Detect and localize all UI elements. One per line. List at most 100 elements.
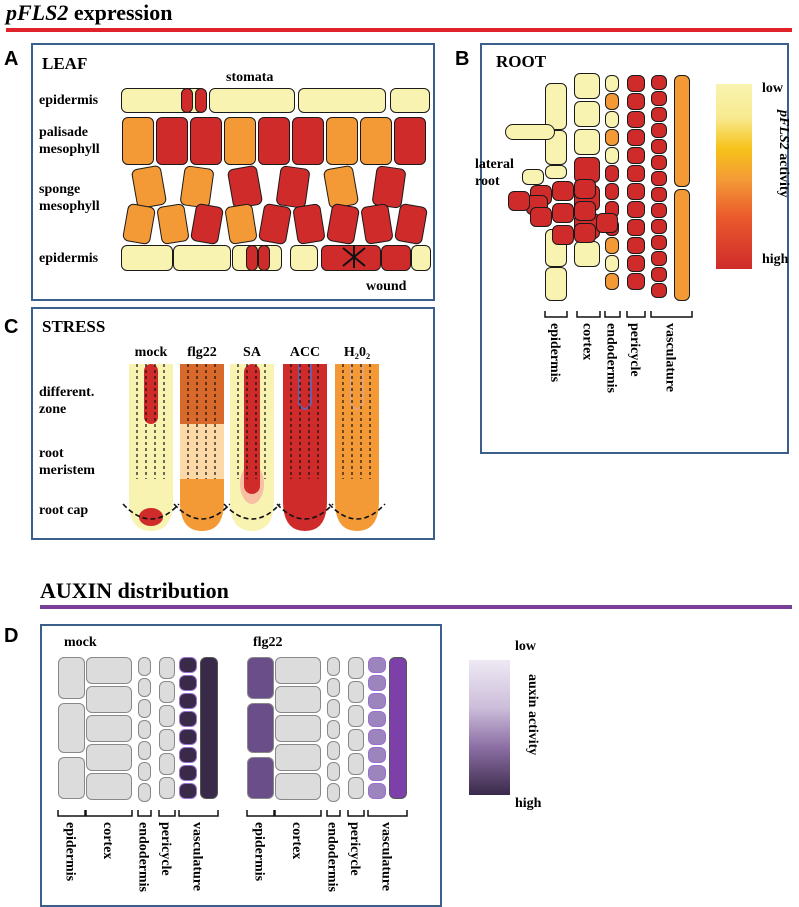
root-endodermis-cell bbox=[605, 147, 619, 164]
auxin-bracket-cortex bbox=[85, 810, 133, 817]
auxin-endodermis-cell bbox=[138, 720, 151, 739]
palisade-cell bbox=[224, 117, 256, 165]
auxin-pericycle-cell bbox=[348, 777, 364, 799]
root-epidermis-cell bbox=[522, 169, 544, 185]
sponge-cell bbox=[371, 165, 407, 209]
panel-letter-d: D bbox=[4, 625, 19, 647]
lateral-root-cell bbox=[530, 207, 552, 227]
auxin-legend-low: low bbox=[515, 639, 536, 654]
auxin-tissue-label-cortex: cortex bbox=[100, 822, 115, 859]
epidermis-cell bbox=[390, 88, 430, 113]
panel-title-stress: STRESS bbox=[42, 317, 106, 336]
auxin-cortex-cell bbox=[275, 773, 321, 800]
auxin-vascular-cell bbox=[179, 783, 197, 799]
tissue-label-cortex: cortex bbox=[580, 323, 595, 360]
bracket-epidermis bbox=[544, 311, 568, 318]
auxin-vascular-cell bbox=[368, 729, 386, 745]
pfls2-legend-low: low bbox=[762, 81, 783, 96]
condition-label-mock: mock bbox=[64, 635, 97, 650]
root-pericycle-cell bbox=[627, 183, 645, 200]
sponge-cell bbox=[393, 202, 429, 246]
epidermis-cell bbox=[209, 88, 295, 113]
epidermis-cell bbox=[298, 88, 386, 113]
panel-title-root: ROOT bbox=[496, 52, 547, 71]
lateral-root-cell bbox=[574, 179, 596, 199]
treatment-label: H₂0₂ bbox=[343, 345, 371, 360]
auxin-vascular-cell bbox=[179, 693, 197, 709]
guard-cell bbox=[181, 88, 193, 113]
pfls2-legend-high: high bbox=[762, 252, 789, 267]
zone-label-meristem: root meristem bbox=[39, 446, 95, 478]
tissue-label-epidermis: epidermis bbox=[547, 323, 562, 383]
auxin-vascular-cell bbox=[368, 783, 386, 799]
auxin-cortex-cell bbox=[275, 657, 321, 684]
root-endodermis-cell bbox=[605, 75, 619, 92]
lateral-root-cell bbox=[508, 191, 530, 211]
root-cortex-cell bbox=[574, 101, 600, 127]
root-vascular-cell bbox=[651, 123, 667, 138]
root-pericycle-cell bbox=[627, 255, 645, 272]
palisade-cell bbox=[156, 117, 188, 165]
root-vascular-cell bbox=[651, 235, 667, 250]
pfls2-colorbar bbox=[716, 84, 752, 269]
root-longitudinal-section bbox=[482, 45, 787, 452]
root-vasculature-strand bbox=[674, 189, 690, 301]
auxin-epidermis-cell bbox=[247, 703, 274, 753]
root-pericycle-cell bbox=[627, 75, 645, 92]
tissue-label-endodermis: endodermis bbox=[604, 323, 619, 394]
treatment-label: mock bbox=[134, 345, 168, 360]
stress-root-ACC bbox=[276, 364, 334, 531]
wound-mark-icon bbox=[342, 246, 366, 268]
auxin-vascular-cell bbox=[179, 729, 197, 745]
auxin-pericycle-cell bbox=[159, 705, 175, 727]
root-endodermis-cell bbox=[605, 273, 619, 290]
section-title-pfls2: pFLS2 expression bbox=[6, 0, 172, 26]
palisade-cell bbox=[122, 117, 154, 165]
root-epidermis-cell bbox=[545, 165, 567, 179]
auxin-cortex-cell bbox=[86, 686, 132, 713]
auxin-pericycle-cell bbox=[348, 681, 364, 703]
lateral-root-cell bbox=[574, 201, 596, 221]
auxin-vascular-cell bbox=[179, 747, 197, 763]
wounded-epidermis-cell bbox=[321, 245, 381, 271]
auxin-pericycle-cell bbox=[348, 729, 364, 751]
auxin-vasculature-strand bbox=[200, 657, 218, 799]
root-vascular-cell bbox=[651, 91, 667, 106]
root-vascular-cell bbox=[651, 75, 667, 90]
bracket-pericycle bbox=[626, 311, 646, 318]
tissue-brackets: epidermis cortex endodermis pericycle vascul… bbox=[544, 311, 693, 394]
sponge-cell bbox=[322, 164, 360, 210]
root-vascular-cell bbox=[651, 219, 667, 234]
stress-root-mock bbox=[122, 364, 180, 531]
tissue-label-vasculature: vasculature bbox=[663, 323, 678, 392]
sponge-cell bbox=[130, 164, 168, 210]
auxin-endodermis-cell bbox=[138, 678, 151, 697]
guard-cell bbox=[246, 245, 258, 271]
epidermis-cell bbox=[173, 245, 231, 271]
sponge-label: sponge mesophyll bbox=[39, 182, 100, 214]
epidermis-cell bbox=[290, 245, 318, 271]
root-vascular-cell bbox=[651, 203, 667, 218]
auxin-endodermis-cell bbox=[327, 657, 340, 676]
auxin-epidermis-cell bbox=[247, 657, 274, 699]
condition-label-flg22: flg22 bbox=[253, 635, 283, 650]
bracket-endodermis bbox=[604, 311, 621, 318]
stress-root-flg22 bbox=[173, 364, 231, 531]
auxin-bracket-pericycle bbox=[347, 810, 365, 817]
root-pericycle-cell bbox=[627, 111, 645, 128]
auxin-bracket-vasculature bbox=[367, 810, 408, 817]
bracket-vasculature bbox=[650, 311, 693, 318]
tissue-label-pericycle: pericycle bbox=[627, 323, 642, 377]
auxin-bracket-endodermis bbox=[137, 810, 152, 817]
root-epidermis-cell bbox=[545, 83, 567, 130]
zone-label-differentiation: different. zone bbox=[39, 385, 95, 417]
auxin-epidermis-cell bbox=[58, 657, 85, 699]
legend-gene: pFLS2 bbox=[776, 109, 791, 150]
root-endodermis-cell bbox=[605, 165, 619, 182]
palisade-label: palisade mesophyll bbox=[39, 125, 100, 157]
auxin-vascular-cell bbox=[179, 765, 197, 781]
auxin-cortex-cell bbox=[86, 715, 132, 742]
auxin-colorbar bbox=[469, 660, 510, 795]
root-vasculature-strand bbox=[674, 75, 690, 187]
